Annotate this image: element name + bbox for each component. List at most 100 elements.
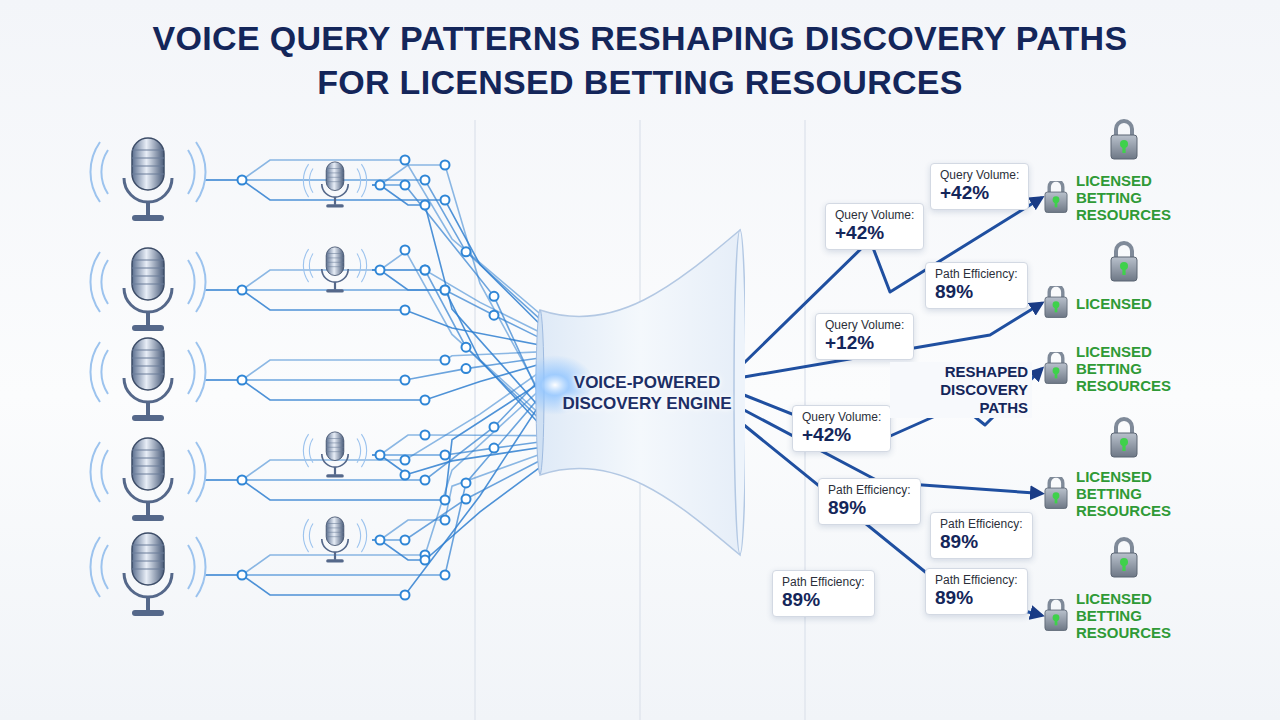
- network-line: [380, 250, 545, 419]
- engine-funnel: VOICE-POWERED DISCOVERY ENGINE: [535, 225, 745, 560]
- metric-name: Path Efficiency:: [935, 267, 1018, 281]
- network-line: [242, 396, 545, 595]
- resource-label: LICENSED: [1076, 295, 1180, 312]
- flow-arrow: [744, 425, 1042, 616]
- network-dot: [401, 181, 410, 190]
- network-dot: [490, 444, 499, 453]
- network-dot: [401, 456, 410, 465]
- network-line: [380, 185, 545, 408]
- network-dot: [490, 423, 499, 432]
- network-dot: [421, 266, 430, 275]
- network-dot: [441, 286, 450, 295]
- network-dot: [421, 201, 430, 210]
- metric-name: Path Efficiency:: [782, 575, 865, 589]
- network-dot: [376, 266, 385, 275]
- network-line: [205, 379, 242, 381]
- network-dot: [401, 591, 410, 600]
- diagram-title: VOICE QUERY PATTERNS RESHAPING DISCOVERY…: [140, 16, 1140, 104]
- network-dot: [421, 476, 430, 485]
- metric-callout: Query Volume:+42%: [825, 203, 924, 250]
- network-dot: [421, 396, 430, 405]
- network-line: [380, 165, 545, 402]
- network-dot: [441, 196, 450, 205]
- network-dot: [401, 536, 410, 545]
- network-line: [242, 180, 545, 324]
- metric-callout: Path Efficiency:89%: [925, 568, 1028, 615]
- lock-icon: [1042, 286, 1070, 320]
- network-dot: [401, 156, 410, 165]
- metric-name: Query Volume:: [940, 168, 1019, 182]
- metric-callout: Query Volume:+42%: [792, 405, 891, 452]
- metric-callout: Path Efficiency:89%: [772, 570, 875, 617]
- network-line: [380, 270, 545, 424]
- metric-callout: Path Efficiency:89%: [930, 512, 1033, 559]
- network-line: [242, 385, 545, 575]
- resource-label: LICENSED BETTING RESOURCES: [1076, 468, 1180, 519]
- metric-callout: Query Volume:+42%: [930, 163, 1029, 210]
- funnel-outline: [535, 225, 745, 560]
- licensed-resource: LICENSED: [1042, 286, 1180, 320]
- network-line: [380, 464, 545, 560]
- licensed-resource: LICENSED BETTING RESOURCES: [1042, 468, 1180, 519]
- network-dot: [421, 431, 430, 440]
- metric-value: 89%: [940, 531, 1023, 553]
- network-line: [380, 435, 545, 455]
- network-dot: [441, 571, 450, 580]
- network-dot: [462, 495, 471, 504]
- network-line: [380, 441, 545, 455]
- network-dot: [376, 536, 385, 545]
- network-dot: [421, 266, 430, 275]
- network-dot: [238, 571, 247, 580]
- metric-name: Query Volume:: [802, 410, 881, 424]
- network-dot: [238, 376, 247, 385]
- resource-label: LICENSED BETTING RESOURCES: [1076, 343, 1180, 394]
- network-dot: [421, 176, 430, 185]
- network-dot: [462, 478, 471, 487]
- metric-value: 89%: [935, 281, 1018, 303]
- metric-name: Path Efficiency:: [935, 573, 1018, 587]
- network-dot: [490, 292, 499, 301]
- flow-arrow: [744, 198, 1042, 364]
- licensed-resource: LICENSED BETTING RESOURCES: [1042, 590, 1180, 641]
- network-dot: [462, 247, 471, 256]
- lock-icon: [1042, 352, 1070, 386]
- metric-value: +42%: [802, 424, 881, 446]
- metric-value: 89%: [782, 589, 865, 611]
- network-line: [380, 270, 545, 430]
- metric-name: Query Volume:: [835, 208, 914, 222]
- metric-value: 89%: [935, 587, 1018, 609]
- network-dot: [490, 311, 499, 320]
- network-dot: [462, 343, 471, 352]
- lock-icon: [1042, 181, 1070, 215]
- licensed-resource: LICENSED BETTING RESOURCES: [1042, 172, 1180, 223]
- metric-name: Query Volume:: [825, 318, 904, 332]
- metric-value: +42%: [835, 222, 914, 244]
- network-line: [380, 185, 545, 413]
- network-dot: [421, 556, 430, 565]
- licensed-resource: LICENSED BETTING RESOURCES: [1042, 343, 1180, 394]
- network-dot: [441, 451, 450, 460]
- network-line: [205, 574, 242, 576]
- metric-callout: Path Efficiency:89%: [925, 262, 1028, 309]
- network-line: [242, 160, 545, 318]
- network-line: [242, 290, 545, 340]
- network-dot: [238, 286, 247, 295]
- resource-label: LICENSED BETTING RESOURCES: [1076, 172, 1180, 223]
- engine-label: VOICE-POWERED DISCOVERY ENGINE: [562, 372, 732, 414]
- metric-callout: Query Volume:+12%: [815, 313, 914, 360]
- network-line: [242, 391, 545, 575]
- metric-name: Path Efficiency:: [940, 517, 1023, 531]
- network-dot: [401, 471, 410, 480]
- metric-name: Path Efficiency:: [828, 483, 911, 497]
- network-dot: [376, 181, 385, 190]
- network-dot: [441, 516, 450, 525]
- network-dot: [238, 476, 247, 485]
- network-dot: [401, 376, 410, 385]
- metric-value: 89%: [828, 497, 911, 519]
- network-line: [242, 368, 545, 480]
- lock-icon: [1042, 599, 1070, 633]
- metric-callout: Path Efficiency:89%: [818, 478, 921, 525]
- network-dot: [376, 451, 385, 460]
- lock-icon: [1042, 477, 1070, 511]
